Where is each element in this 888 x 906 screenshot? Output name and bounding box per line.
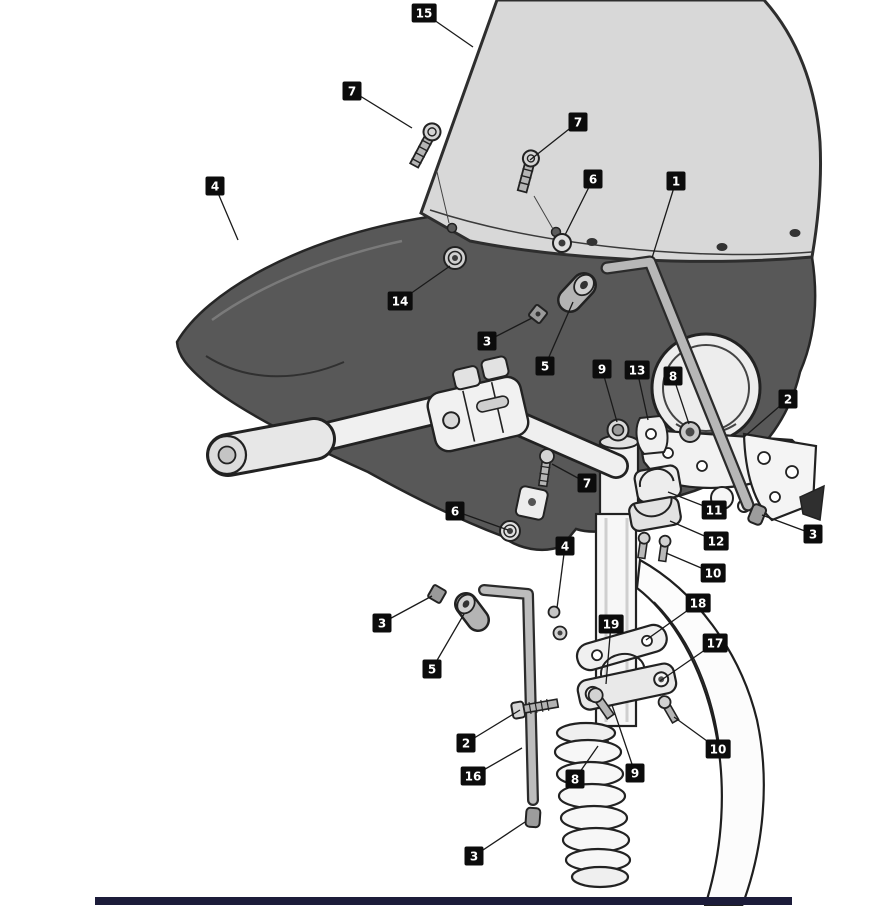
windshield-screw-left (446, 222, 458, 234)
stud-4 (547, 605, 568, 641)
square-nut-3-top (527, 303, 549, 325)
hex-key-upper (600, 255, 755, 512)
switch-button (480, 355, 510, 381)
spacer-5-lower (454, 592, 490, 632)
switch-slider (476, 395, 510, 413)
windshield-hole (716, 243, 728, 251)
screw-10-lower (657, 695, 680, 725)
screw-7-middle (537, 448, 555, 488)
handlebar (206, 395, 629, 479)
hex-key-lower (478, 584, 539, 806)
windshield-hole (586, 238, 598, 246)
clamp-screws (637, 531, 672, 563)
windshield (419, 0, 823, 263)
assembly-line (436, 171, 450, 224)
cap-nut-lower (524, 806, 542, 829)
screw-7-top-left (408, 122, 442, 169)
mount-block (514, 485, 549, 521)
mount-bracket-upper (575, 623, 668, 672)
washer-8-upper (679, 421, 701, 443)
switch-button (452, 365, 481, 391)
bracket-13 (635, 414, 669, 456)
fork-boot (553, 721, 632, 889)
washer-6-top (552, 233, 572, 253)
flange-nut-14 (443, 246, 467, 270)
bolt-9-upper (606, 418, 630, 442)
fork-leg (635, 558, 765, 906)
handlebar-grip (206, 417, 336, 477)
switch-round-button (442, 411, 461, 430)
switch-housing (426, 355, 530, 453)
square-nut-3-middle (427, 584, 447, 604)
bolt-9-lower (587, 687, 615, 720)
assembly-line (533, 195, 554, 230)
page-footer-bar (95, 897, 792, 905)
washer-6-lower (499, 520, 521, 542)
spacer-5-top (557, 272, 597, 313)
windshield-hole (789, 229, 801, 237)
